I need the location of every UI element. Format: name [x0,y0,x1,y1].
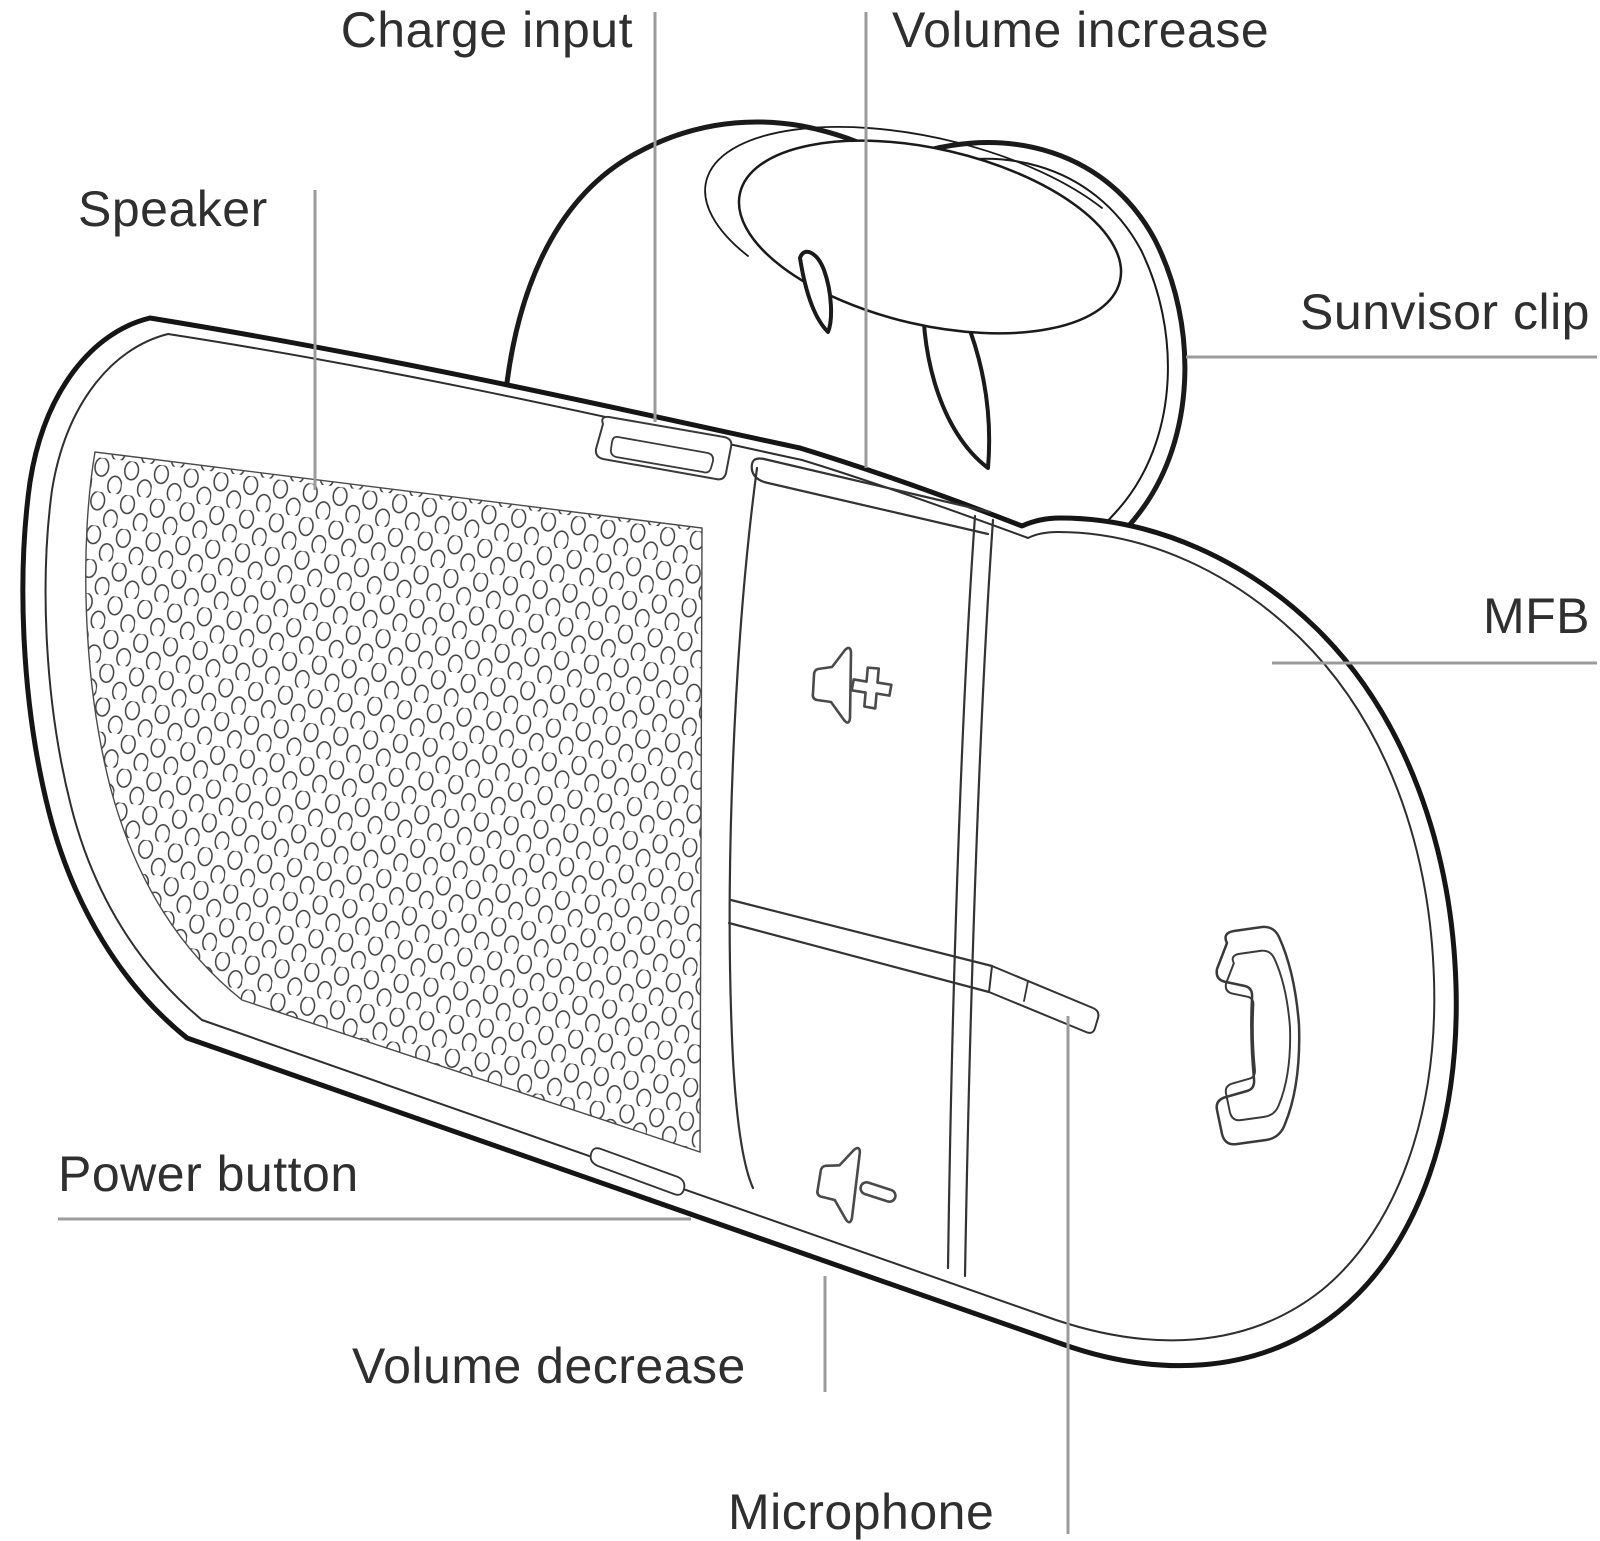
panel-divider-upper [729,898,994,968]
charge-port [594,415,733,481]
microphone-slot-divider [1023,980,1029,1002]
mfb-button [1215,925,1301,1146]
panel-divider-lower [727,921,991,994]
label-charge-input: Charge input [340,2,633,58]
phone-handset-icon [1215,925,1301,1146]
volume-up-button [811,646,893,724]
body-inner-line [44,333,1436,1342]
leader-lines [58,12,1597,1534]
clip-strap [502,119,896,403]
sunvisor-clip [502,119,1188,589]
label-volume-decrease: Volume decrease [352,1338,746,1394]
panel-left-edge [728,466,759,1190]
label-microphone: Microphone [728,1484,995,1540]
speaker-grille [85,451,703,1153]
endcap-edge-right [963,518,995,1278]
label-mfb: MFB [1482,588,1590,644]
button-panel [589,457,1100,1278]
panel-top-edge [750,457,992,536]
label-sunvisor-clip: Sunvisor clip [1300,284,1590,340]
endcap-edge-left [946,514,977,1270]
clip-hook [798,249,834,334]
minus-icon [859,1180,897,1204]
volume-down-button [813,1143,897,1224]
clip-hole-lip [704,126,1103,257]
charge-port-slot [609,435,715,474]
microphone-slot [988,965,1100,1034]
label-volume-increase: Volume increase [892,2,1270,58]
plus-icon [850,666,893,710]
power-button-slot [589,1147,686,1196]
clip-hole [737,139,1123,335]
label-power-button: Power button [58,1146,359,1202]
label-speaker: Speaker [78,181,268,237]
